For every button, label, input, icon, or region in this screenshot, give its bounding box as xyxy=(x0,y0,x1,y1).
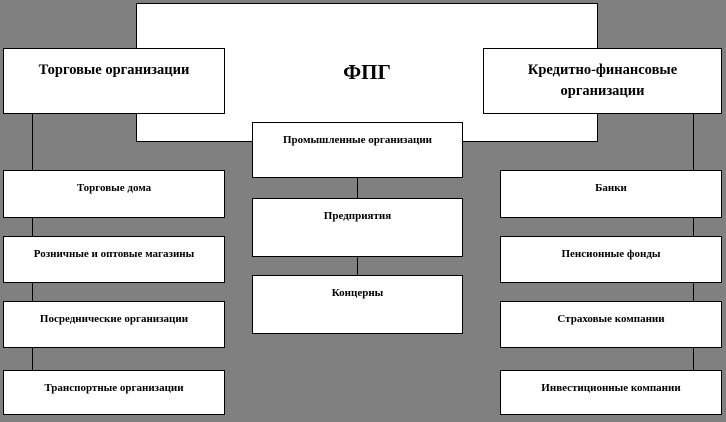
node-industrial-child-2-label: Концерны xyxy=(331,287,384,299)
node-financial-child-3[interactable]: Страховые компании xyxy=(500,301,722,348)
node-trade-child-4[interactable]: Транспортные организации xyxy=(3,370,225,415)
branch-head-industrial-label: Промышленные организации xyxy=(282,134,432,146)
node-trade-child-3[interactable]: Посреднические организации xyxy=(3,301,225,348)
branch-head-trade[interactable]: Торговые организации xyxy=(3,48,225,114)
node-financial-child-4[interactable]: Инвестиционные компании xyxy=(500,370,722,415)
connector-industrial-1 xyxy=(357,178,358,198)
fpg-root-label: ФПГ xyxy=(343,60,391,85)
node-financial-child-1-label: Банки xyxy=(595,182,627,194)
branch-head-financial[interactable]: Кредитно-финансовые организации xyxy=(483,48,722,114)
node-financial-child-2-label: Пенсионные фонды xyxy=(561,248,661,260)
node-industrial-child-1[interactable]: Предприятия xyxy=(252,198,463,257)
node-financial-child-4-label: Инвестиционные компании xyxy=(541,382,681,394)
connector-financial-4 xyxy=(693,348,694,370)
branch-head-trade-label: Торговые организации xyxy=(38,62,190,78)
node-financial-child-1[interactable]: Банки xyxy=(500,170,722,218)
branch-head-financial-label: Кредитно-финансовые организации xyxy=(527,62,678,100)
node-financial-child-2[interactable]: Пенсионные фонды xyxy=(500,236,722,283)
node-industrial-child-1-label: Предприятия xyxy=(323,210,392,222)
connector-industrial-2 xyxy=(357,257,358,275)
branch-head-industrial[interactable]: Промышленные организации xyxy=(252,122,463,178)
node-trade-child-2[interactable]: Розничные и оптовые магазины xyxy=(3,236,225,283)
node-trade-child-1-label: Торговые дома xyxy=(76,182,152,194)
connector-financial-3 xyxy=(693,283,694,301)
connector-trade-4 xyxy=(32,348,33,370)
node-trade-child-4-label: Транспортные организации xyxy=(44,382,184,394)
connector-trade-3 xyxy=(32,283,33,301)
node-industrial-child-2[interactable]: Концерны xyxy=(252,275,463,334)
connector-trade-2 xyxy=(32,218,33,236)
connector-financial-2 xyxy=(693,218,694,236)
node-trade-child-1[interactable]: Торговые дома xyxy=(3,170,225,218)
connector-financial-1 xyxy=(693,114,694,170)
node-financial-child-3-label: Страховые компании xyxy=(557,313,665,325)
node-trade-child-3-label: Посреднические организации xyxy=(39,313,189,325)
node-trade-child-2-label: Розничные и оптовые магазины xyxy=(33,248,195,260)
connector-trade-1 xyxy=(32,114,33,170)
